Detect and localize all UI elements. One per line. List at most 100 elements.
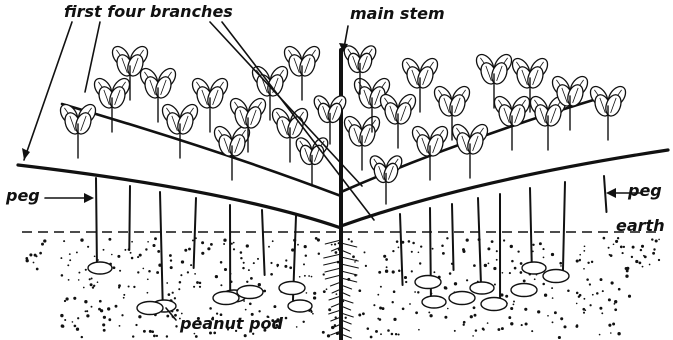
soil-dot bbox=[537, 310, 540, 313]
soil-dot bbox=[446, 237, 448, 239]
soil-dot bbox=[392, 301, 394, 303]
soil-dot bbox=[289, 266, 292, 269]
soil-dot bbox=[575, 325, 578, 328]
soil-dot bbox=[584, 245, 586, 247]
soil-dot bbox=[387, 329, 390, 332]
soil-dot bbox=[170, 266, 173, 269]
leaf-cluster bbox=[293, 135, 331, 186]
soil-dot bbox=[641, 245, 644, 248]
soil-dot bbox=[86, 310, 88, 312]
peg bbox=[129, 186, 130, 250]
soil-dot bbox=[78, 279, 80, 281]
soil-dot bbox=[123, 294, 125, 296]
soil-dot bbox=[589, 283, 591, 285]
label-peg-right: peg bbox=[628, 183, 662, 199]
soil-dot bbox=[631, 256, 633, 258]
soil-dot bbox=[513, 304, 515, 306]
soil-dot bbox=[215, 275, 218, 278]
leader-first-branch-1 bbox=[24, 22, 72, 160]
label-peanut-pod: peanut pod bbox=[180, 316, 283, 332]
soil-dot bbox=[243, 262, 245, 264]
soil-dot bbox=[420, 245, 422, 247]
soil-dot bbox=[579, 254, 581, 256]
root-hair bbox=[341, 243, 357, 247]
soil-dot bbox=[152, 244, 155, 247]
soil-dot bbox=[118, 287, 120, 289]
soil-dot bbox=[432, 248, 434, 250]
soil-dot bbox=[97, 281, 99, 283]
peanut-pod bbox=[288, 300, 312, 312]
soil-dot bbox=[195, 335, 198, 338]
soil-dot bbox=[128, 285, 130, 287]
soil-dot bbox=[322, 331, 325, 334]
soil-dot bbox=[463, 324, 465, 326]
soil-dot bbox=[491, 240, 494, 243]
soil-dot bbox=[123, 297, 125, 299]
root-hair bbox=[325, 268, 341, 272]
soil-dot bbox=[560, 317, 563, 320]
soil-dot bbox=[154, 237, 157, 240]
soil-dot bbox=[29, 253, 32, 256]
soil-dot bbox=[166, 282, 168, 284]
soil-dot bbox=[551, 253, 554, 256]
soil-dot bbox=[600, 278, 603, 281]
soil-dot bbox=[558, 336, 561, 339]
soil-dot bbox=[474, 314, 477, 317]
soil-dot bbox=[131, 241, 133, 243]
soil-dot bbox=[61, 274, 64, 277]
peg bbox=[160, 192, 163, 300]
soil-dot bbox=[103, 329, 106, 332]
soil-dot bbox=[470, 315, 473, 318]
soil-dot bbox=[523, 279, 526, 282]
peanut-pod bbox=[449, 292, 475, 305]
soil-dot bbox=[539, 242, 542, 245]
soil-dot bbox=[326, 288, 328, 290]
soil-dot bbox=[188, 248, 191, 251]
soil-dot bbox=[270, 262, 272, 264]
soil-dot bbox=[497, 328, 500, 331]
soil-dot bbox=[36, 268, 39, 271]
soil-dot bbox=[608, 298, 611, 301]
soil-dot bbox=[168, 293, 171, 296]
soil-dot bbox=[305, 254, 307, 256]
soil-dot bbox=[303, 263, 305, 265]
soil-dot bbox=[124, 249, 126, 251]
soil-dot bbox=[193, 286, 195, 288]
soil-dot bbox=[655, 239, 658, 242]
soil-dot bbox=[625, 275, 628, 278]
soil-dot bbox=[494, 283, 496, 285]
soil-dot bbox=[552, 297, 554, 299]
soil-dot bbox=[94, 255, 96, 257]
soil-dot bbox=[64, 300, 66, 302]
soil-dot bbox=[64, 319, 66, 321]
soil-dot bbox=[608, 247, 610, 249]
soil-dot bbox=[520, 262, 523, 265]
peg bbox=[400, 214, 403, 285]
label-earth: earth bbox=[616, 218, 665, 234]
label-main-stem: main stem bbox=[350, 6, 445, 22]
soil-dot bbox=[69, 259, 71, 261]
soil-dot bbox=[542, 283, 545, 286]
soil-dot bbox=[411, 270, 413, 272]
soil-dot bbox=[487, 247, 490, 250]
soil-dot bbox=[176, 309, 179, 312]
soil-dot bbox=[428, 311, 430, 313]
soil-dot bbox=[473, 264, 476, 267]
arrowhead-peg-right bbox=[606, 188, 616, 198]
soil-dot bbox=[76, 251, 78, 253]
soil-dot bbox=[396, 240, 399, 243]
soil-dot bbox=[511, 260, 514, 263]
soil-dot bbox=[505, 295, 508, 298]
soil-dot bbox=[178, 288, 180, 290]
peanut-pod bbox=[415, 276, 441, 289]
peg bbox=[262, 210, 265, 275]
soil-dot bbox=[398, 333, 400, 335]
root-hair bbox=[324, 254, 341, 258]
soil-dot bbox=[199, 286, 201, 288]
soil-dot bbox=[412, 242, 415, 245]
leaf-cluster bbox=[587, 83, 629, 140]
soil-dot bbox=[223, 239, 226, 242]
soil-dot bbox=[579, 259, 581, 261]
soil-dot bbox=[613, 243, 615, 245]
